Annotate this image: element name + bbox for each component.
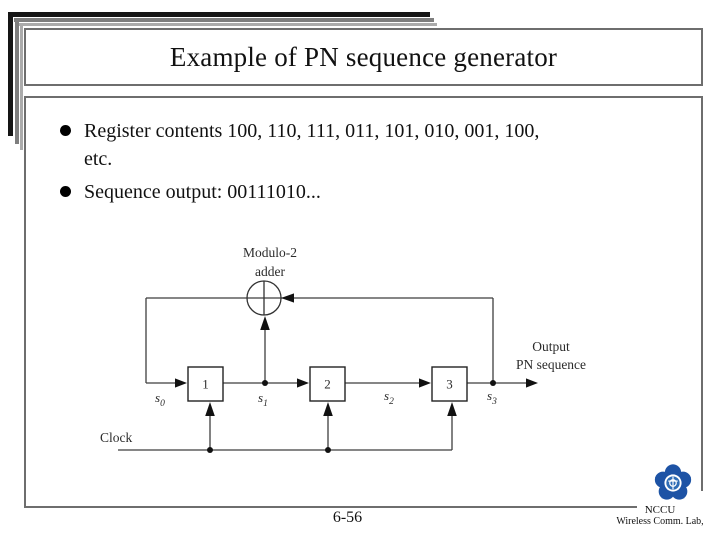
signal-base: s <box>258 390 263 405</box>
slide-title: Example of PN sequence generator <box>169 41 558 72</box>
page-number: 6-56 <box>332 509 363 526</box>
signal-subscript: 1 <box>263 399 268 409</box>
signal-label-s3: s3 <box>487 388 497 407</box>
bullet-line: etc. <box>84 148 113 170</box>
signal-subscript: 3 <box>491 397 497 407</box>
bullet-icon <box>60 186 71 197</box>
adder-label-line2: adder <box>255 264 285 279</box>
signal-subscript: 2 <box>389 397 394 407</box>
arrow-output <box>526 378 538 388</box>
stack-edge-lightgray-left <box>20 25 23 150</box>
stack-edge-gray-top <box>14 18 434 22</box>
clock-arrow-3 <box>447 402 457 416</box>
bullet-item-sequence-output: Sequence output: 00111010... <box>60 178 600 206</box>
register-label-2: 2 <box>324 377 331 392</box>
output-label-line2: PN sequence <box>516 357 586 372</box>
stack-edge-lightgray-top <box>19 23 437 26</box>
adder-label-line1: Modulo-2 <box>243 245 297 260</box>
logo-org-text: NCCU <box>644 504 676 516</box>
nccu-logo: NCCU Wireless Comm. Lab, <box>600 460 720 536</box>
signal-base: s <box>155 390 160 405</box>
clock-arrow-1 <box>205 402 215 416</box>
register-label-3: 3 <box>446 377 453 392</box>
junction-dot-s1 <box>262 380 268 386</box>
arrow-into-adder-bottom <box>260 316 270 330</box>
junction-dot-clock-1 <box>207 447 213 453</box>
register-box-1 <box>187 366 224 402</box>
arrow-into-register-3 <box>419 378 431 388</box>
register-label-1: 1 <box>202 377 209 392</box>
stack-edge-black-left <box>8 12 13 136</box>
bullet-icon <box>60 125 71 136</box>
bullet-list: Register contents 100, 110, 111, 011, 10… <box>60 117 600 211</box>
bullet-line: Register contents 100, 110, 111, 011, 10… <box>84 120 540 142</box>
register-box-2 <box>309 366 346 402</box>
slide-content-box <box>24 96 703 508</box>
signal-label-s1: s1 <box>258 390 268 409</box>
bullet-text: Register contents 100, 110, 111, 011, 10… <box>84 117 539 173</box>
bullet-item-register-contents: Register contents 100, 110, 111, 011, 10… <box>60 117 600 173</box>
junction-dot-s3 <box>490 380 496 386</box>
signal-subscript: 0 <box>160 399 165 409</box>
nccu-emblem-icon <box>654 463 692 500</box>
stack-edge-black-top <box>8 12 430 17</box>
clock-label: Clock <box>100 430 132 445</box>
clock-arrow-2 <box>323 402 333 416</box>
arrow-into-register-1 <box>175 378 187 388</box>
junction-dot-clock-2 <box>325 447 331 453</box>
signal-label-s2: s2 <box>384 388 394 407</box>
signal-base: s <box>384 388 389 403</box>
bullet-text: Sequence output: 00111010... <box>84 178 321 206</box>
arrow-into-register-2 <box>297 378 309 388</box>
signal-label-s0: s0 <box>155 390 165 409</box>
arrow-into-adder-right <box>281 293 294 303</box>
output-label-line1: Output <box>532 339 570 354</box>
signal-base: s <box>487 388 492 403</box>
logo-lab-text: Wireless Comm. Lab, <box>616 516 704 527</box>
register-box-3 <box>431 366 468 402</box>
stack-edge-gray-left <box>15 18 19 144</box>
bullet-line: Sequence output: 00111010... <box>84 181 321 203</box>
slide-title-box: Example of PN sequence generator <box>24 28 703 86</box>
